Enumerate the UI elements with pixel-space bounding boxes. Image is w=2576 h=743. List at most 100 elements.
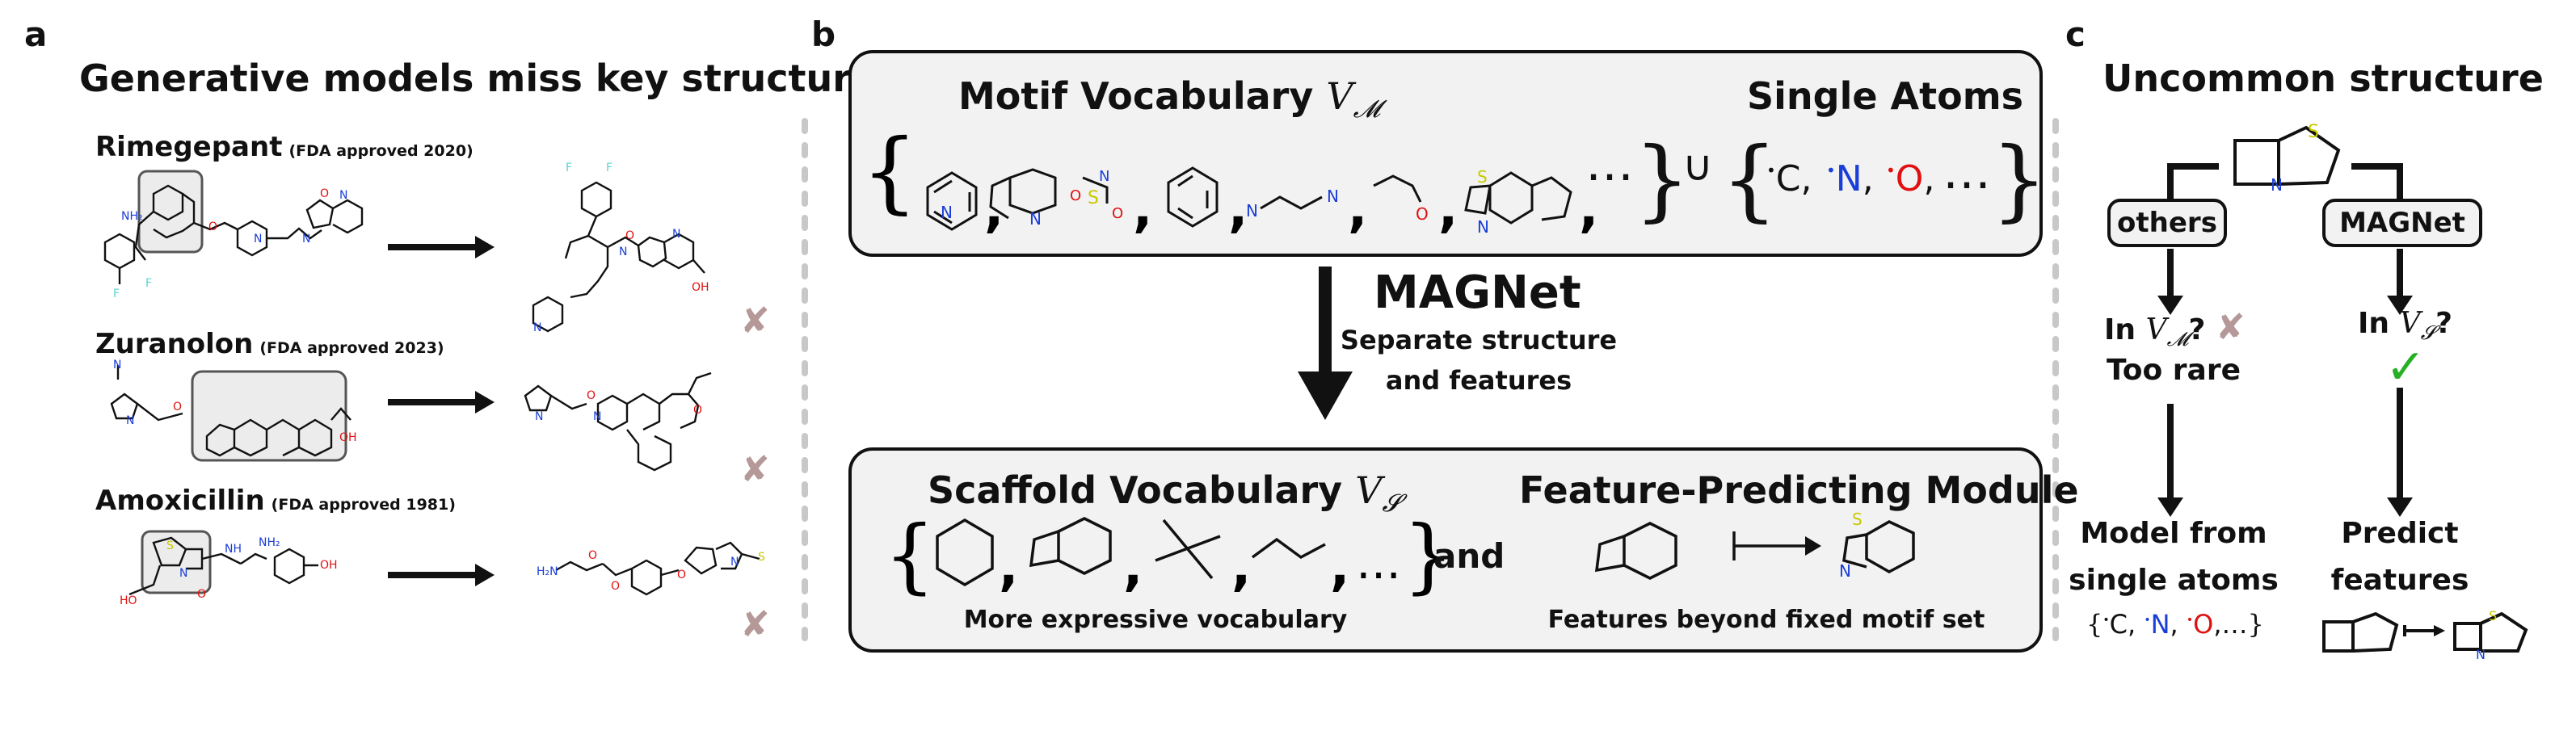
svg-text:,: , — [1123, 538, 1143, 598]
svg-text:OH: OH — [320, 559, 338, 572]
svg-text:NH₂: NH₂ — [121, 210, 143, 223]
highlight-box-amoxicillin — [141, 530, 212, 594]
svg-text:N: N — [535, 410, 543, 423]
svg-text:O: O — [625, 229, 634, 242]
svg-text:N: N — [2271, 175, 2283, 195]
panel-c-flow: S N S N — [2157, 122, 2528, 662]
motif-vocabulary-box — [848, 50, 2043, 257]
svg-text:N: N — [126, 414, 134, 427]
svg-text:F: F — [606, 162, 612, 174]
svg-text:S: S — [1477, 167, 1488, 187]
svg-text:S: S — [758, 551, 765, 564]
motif-close-brace: } — [1634, 128, 1690, 231]
svg-text:O: O — [173, 401, 182, 413]
molecule-name-amoxicillin: Amoxicillin(FDA approved 1981) — [95, 485, 456, 517]
feature-predicting-title: Feature-Predicting Module — [1519, 468, 2079, 512]
svg-text:N: N — [533, 321, 541, 334]
svg-text:N: N — [179, 567, 187, 580]
right-question: In V𝓢? — [2358, 307, 2453, 345]
feature-caption: Features beyond fixed motif set — [1547, 606, 1985, 634]
svg-text:O: O — [611, 580, 620, 593]
and-label: and — [1433, 536, 1505, 576]
right-result-line1: Predict — [2341, 517, 2459, 550]
svg-text:S: S — [166, 539, 174, 552]
svg-text:{: { — [884, 508, 936, 602]
svg-text:N: N — [619, 246, 627, 258]
svg-text:S: S — [2308, 122, 2319, 142]
svg-text:,: , — [984, 179, 1004, 239]
svg-text:N: N — [113, 359, 121, 372]
right-result-line2: features — [2330, 564, 2469, 597]
svg-text:S: S — [1852, 510, 1863, 529]
svg-text:N: N — [1029, 209, 1042, 229]
svg-text:F: F — [113, 288, 120, 300]
atom-o: •O, — [1886, 158, 1935, 199]
svg-text:N: N — [593, 410, 601, 423]
union-symbol: ∪ — [1682, 142, 1714, 191]
svg-text:,: , — [1348, 179, 1367, 239]
single-atoms-small: {•C, •N, •O,…} — [2086, 609, 2264, 640]
svg-text:O: O — [677, 569, 686, 581]
highlight-box-zuranolon — [191, 370, 347, 462]
svg-text:O: O — [588, 549, 597, 562]
atom-c: •C, — [1766, 158, 1812, 199]
molecule-name-rimegepant: Rimegepant(FDA approved 2020) — [95, 131, 474, 163]
scaffold-feature-box — [848, 447, 2043, 653]
left-result-line2: single atoms — [2069, 564, 2279, 597]
svg-text:O: O — [320, 187, 329, 200]
svg-text:F: F — [145, 277, 152, 290]
motif-vocabulary-content: { N N N S O O N N O S N ,,, ,,, — [861, 120, 1598, 239]
svg-text:N: N — [1839, 561, 1851, 581]
svg-text:N: N — [2476, 647, 2486, 662]
svg-text:O: O — [1112, 205, 1123, 222]
magnet-subtitle-line1: Separate structure — [1340, 325, 1618, 355]
svg-text:O: O — [1070, 187, 1081, 204]
magnet-title: MAGNet — [1374, 267, 1581, 319]
too-rare-label: Too rare — [2107, 354, 2241, 387]
atom-n: •N, — [1826, 158, 1874, 199]
panel-a-letter: a — [24, 15, 48, 54]
svg-text:,: , — [999, 538, 1018, 598]
magnet-subtitle-line2: and features — [1385, 365, 1572, 396]
svg-text:N: N — [672, 228, 680, 241]
svg-text:,: , — [1330, 538, 1349, 598]
highlight-box-rimegepant — [137, 170, 204, 254]
panel-b-letter: b — [811, 15, 836, 54]
separator-b-c — [2052, 118, 2059, 641]
fail-icon-others: ✘ — [2215, 307, 2246, 348]
svg-text:O: O — [587, 389, 596, 402]
svg-text:O: O — [693, 404, 702, 417]
atoms-open-brace: { — [1721, 128, 1778, 231]
svg-text:,: , — [1438, 179, 1458, 239]
svg-text:{: { — [861, 120, 918, 223]
svg-text:O: O — [197, 588, 206, 601]
svg-text:,: , — [1579, 179, 1598, 239]
scaffold-caption: More expressive vocabulary — [963, 606, 1348, 634]
atoms-ellipsis: … — [1943, 144, 1991, 200]
molecule-name-zuranolon: Zuranolon(FDA approved 2023) — [95, 328, 444, 360]
separator-a-b — [802, 118, 808, 641]
atoms-close-brace: } — [1991, 128, 2048, 231]
scaffold-vocabulary-title: Scaffold Vocabulary V𝓢 — [928, 468, 1401, 518]
svg-text:NH₂: NH₂ — [259, 536, 280, 549]
svg-text:N: N — [1099, 168, 1109, 185]
panel-c-title: Uncommon structure — [2102, 57, 2544, 100]
svg-text:}: } — [1403, 508, 1454, 602]
fail-icon-rimegepant: ✘ — [740, 300, 770, 342]
svg-text:S: S — [2489, 608, 2497, 623]
others-tag: others — [2107, 199, 2227, 247]
magnet-down-arrow — [1298, 267, 1353, 420]
svg-text:N: N — [730, 556, 739, 569]
svg-text:N: N — [254, 233, 262, 246]
svg-text:N: N — [1327, 187, 1339, 206]
svg-text:N: N — [941, 203, 953, 222]
svg-text:F: F — [566, 162, 572, 174]
svg-text:,: , — [1228, 179, 1248, 239]
motif-ellipsis: … — [1585, 136, 1634, 192]
left-result-line1: Model from — [2080, 517, 2267, 550]
svg-text:N: N — [339, 189, 347, 202]
svg-text:O: O — [1416, 204, 1429, 224]
svg-text:,: , — [1133, 179, 1152, 239]
fail-icon-amoxicillin: ✘ — [740, 604, 770, 645]
svg-text:S: S — [1088, 188, 1099, 208]
